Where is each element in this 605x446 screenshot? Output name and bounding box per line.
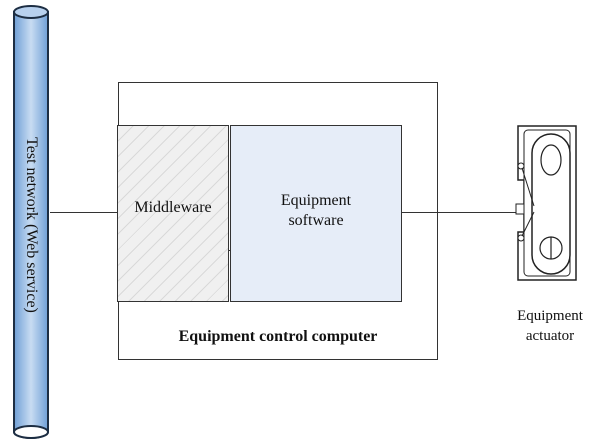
actuator-label: Equipment actuator (500, 306, 600, 346)
middleware-label: Middleware (134, 198, 212, 216)
network-label: Test network (Web service) (23, 137, 40, 313)
equipment-software-box: Equipment software (230, 125, 402, 302)
software-label-line1: Equipment (280, 192, 352, 209)
software-label-line2: software (288, 212, 344, 229)
software-to-actuator-line (402, 212, 520, 213)
actuator-icon (515, 125, 577, 281)
equipment-software-label: Equipment software (231, 191, 401, 231)
actuator-label-line1: Equipment (517, 308, 583, 324)
network-pipe (13, 5, 49, 439)
computer-label: Equipment control computer (178, 328, 378, 345)
actuator-label-line2: actuator (525, 328, 575, 344)
middleware-box: Middleware (117, 125, 229, 302)
pipe-to-middleware-line (50, 212, 117, 213)
